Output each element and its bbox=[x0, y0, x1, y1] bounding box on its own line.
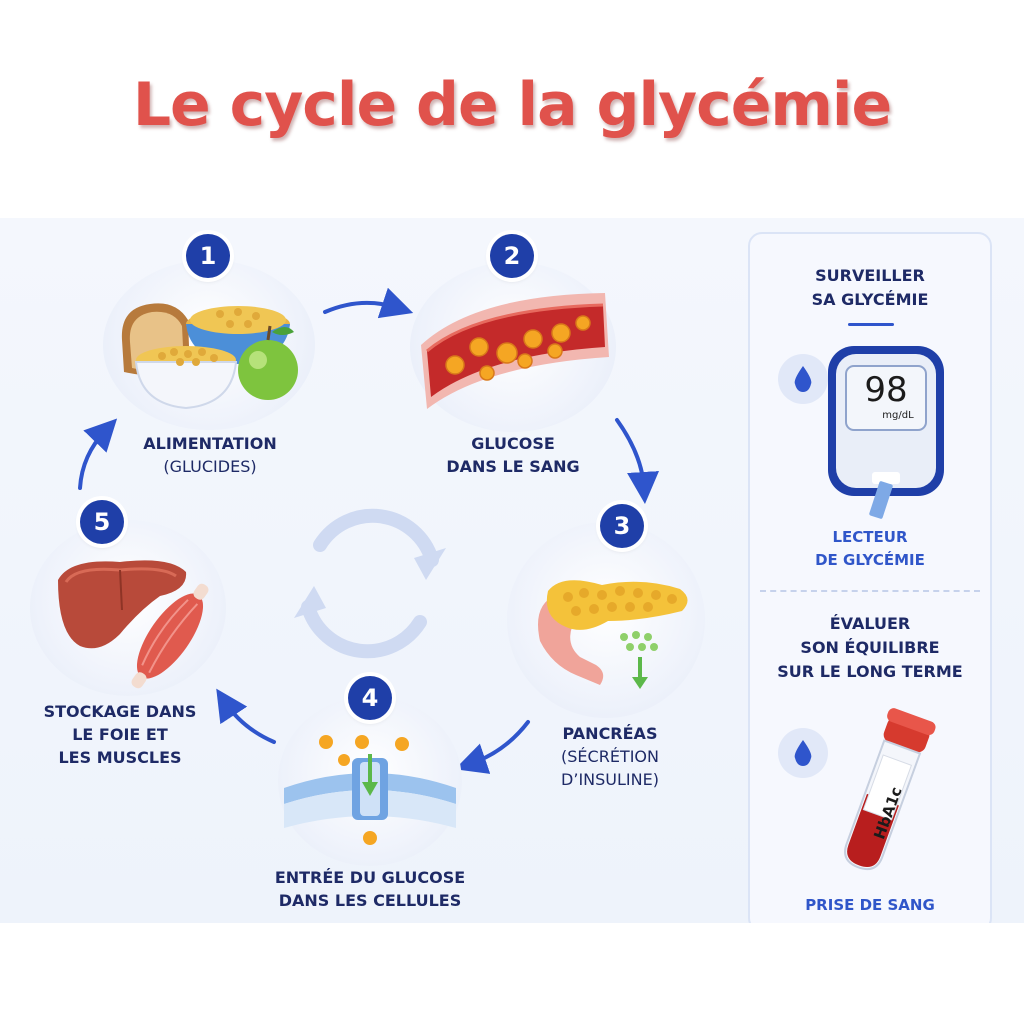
monitoring-sidebar: SURVEILLER SA GLYCÉMIE 98 mg/dL LECTEUR … bbox=[748, 232, 992, 932]
step-3-label: PANCRÉAS (SÉCRÉTION D’INSULINE) bbox=[561, 724, 659, 789]
arrow-5-to-1 bbox=[78, 418, 118, 490]
arrow-1-to-2 bbox=[323, 287, 414, 319]
sidebar-divider bbox=[760, 590, 980, 592]
sidebar-underline bbox=[848, 323, 894, 326]
arrow-3-to-4 bbox=[454, 720, 530, 774]
step-4-label: ENTRÉE DU GLUCOSE DANS LES CELLULES bbox=[274, 868, 466, 910]
blood-drop-icon bbox=[794, 366, 812, 392]
step-5-badge: 5 bbox=[80, 500, 124, 544]
sidebar-title-longterm: ÉVALUER SON ÉQUILIBRE SUR LE LONG TERME bbox=[777, 614, 963, 681]
step-4-badge: 4 bbox=[348, 676, 392, 720]
blood-test-tube-icon bbox=[844, 708, 936, 871]
step-3-badge: 3 bbox=[600, 504, 644, 548]
step-2-badge: 2 bbox=[490, 234, 534, 278]
liver-muscle-icon bbox=[58, 560, 209, 689]
sidebar-caption-meter: LECTEUR DE GLYCÉMIE bbox=[815, 528, 925, 569]
meter-reading: 98 bbox=[864, 370, 908, 410]
pancreas-icon bbox=[538, 580, 688, 689]
arrow-2-to-3 bbox=[615, 418, 659, 504]
step-5-label: STOCKAGE DANS LE FOIE ET LES MUSCLES bbox=[43, 702, 197, 767]
cell-membrane-icon bbox=[284, 735, 456, 845]
step-1-badge: 1 bbox=[186, 234, 230, 278]
bottom-margin bbox=[0, 923, 1024, 1024]
step-1-label: ALIMENTATION (GLUCIDES) bbox=[143, 434, 277, 476]
arrow-4-to-5 bbox=[216, 688, 276, 744]
step-2-label: GLUCOSE DANS LE SANG bbox=[446, 434, 580, 476]
sidebar-caption-blood-test: PRISE DE SANG bbox=[805, 896, 935, 914]
blood-vessel-icon bbox=[421, 293, 609, 409]
blood-drop-icon-2 bbox=[794, 740, 812, 766]
glucose-meter-icon bbox=[828, 346, 944, 519]
meter-unit: mg/dL bbox=[882, 410, 914, 421]
sidebar-title-monitor: SURVEILLER SA GLYCÉMIE bbox=[811, 266, 929, 309]
food-icon bbox=[121, 303, 298, 410]
page-title: Le cycle de la glycémie bbox=[132, 70, 892, 140]
